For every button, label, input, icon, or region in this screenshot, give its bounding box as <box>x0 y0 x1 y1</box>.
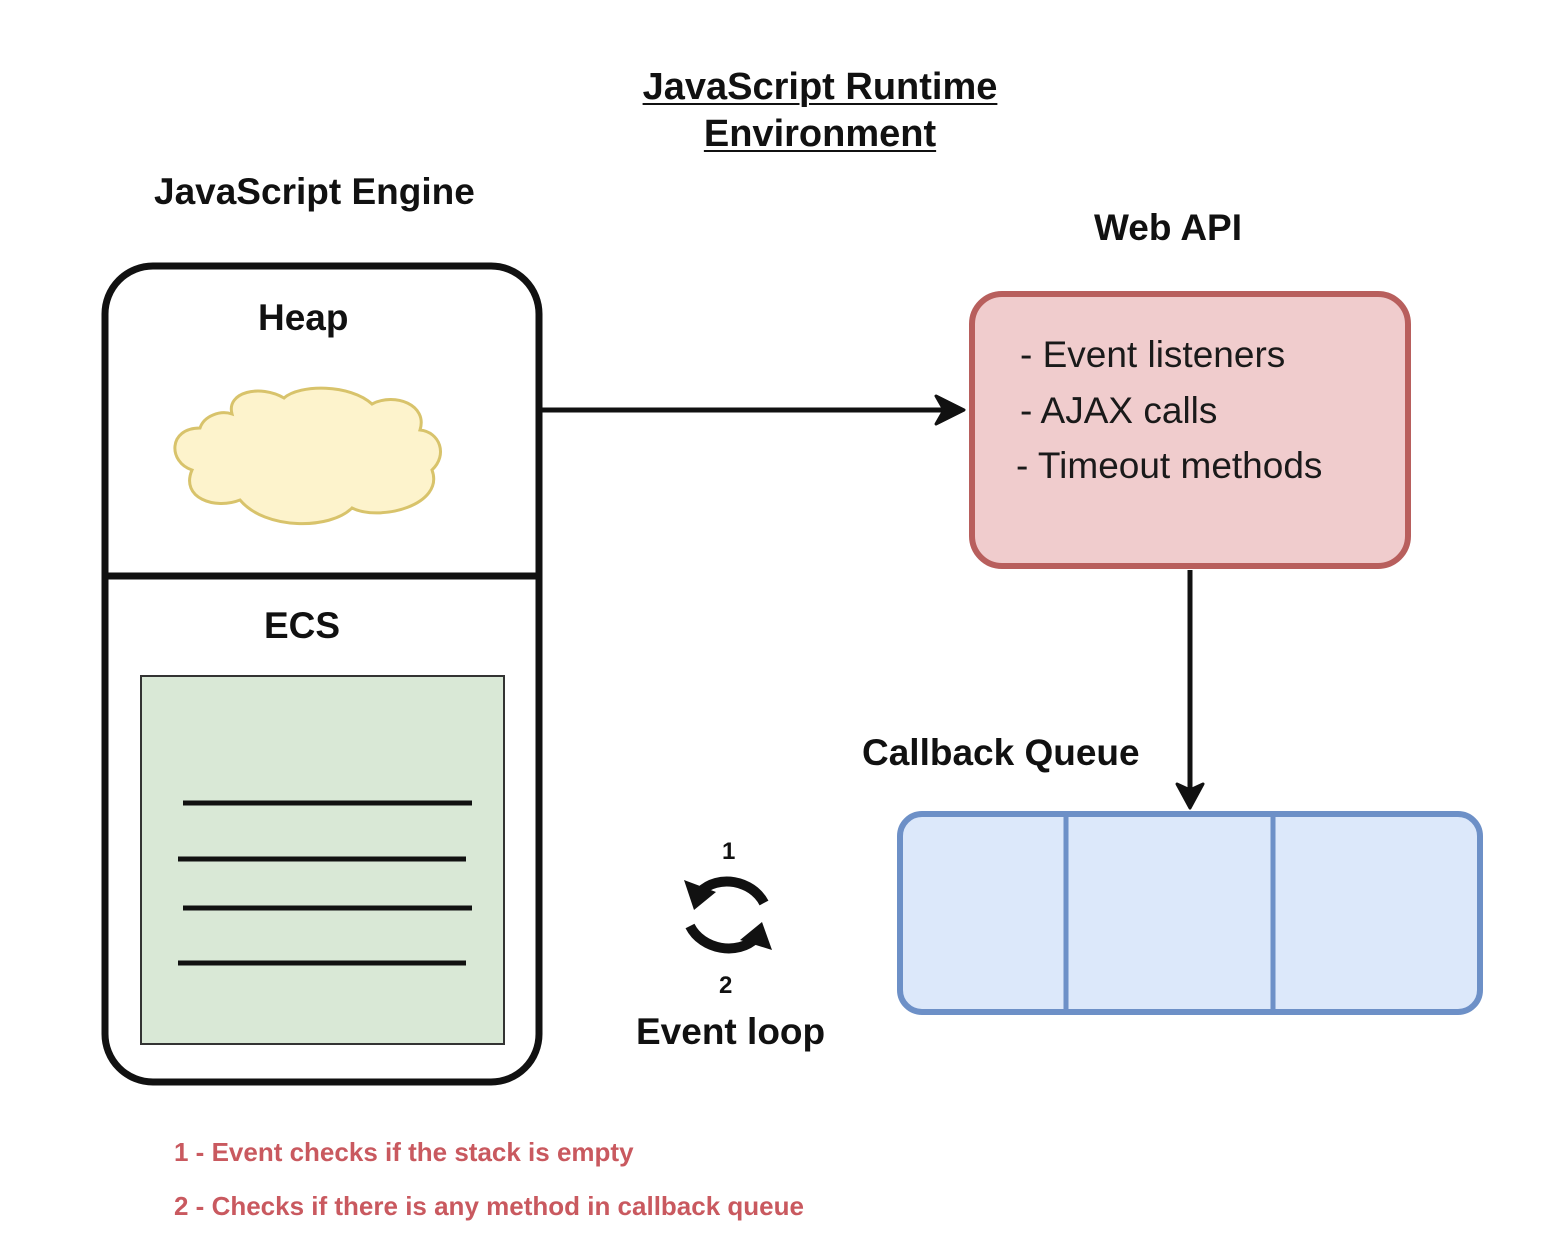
diagram-title-line-2: Environment <box>703 113 937 155</box>
event-loop-step-2: 2 <box>719 972 733 999</box>
heap-label: Heap <box>258 297 349 338</box>
cloud-icon <box>173 386 442 525</box>
refresh-arrows-icon <box>684 876 772 954</box>
web-api-item: - AJAX calls <box>1020 390 1218 431</box>
web-api-item: - Timeout methods <box>1016 445 1323 486</box>
diagram-title-line-1: JavaScript Runtime <box>642 66 998 108</box>
web-api-title: Web API <box>1094 207 1243 248</box>
callback-queue-title: Callback Queue <box>862 732 1140 773</box>
ecs-label: ECS <box>264 605 341 646</box>
webapi-to-queue-arrowhead <box>1175 782 1205 810</box>
engine-to-webapi-arrowhead <box>934 394 966 426</box>
web-api-box <box>969 291 1411 569</box>
note-step-2: 2 - Checks if there is any method in cal… <box>174 1191 804 1221</box>
event-loop-label: Event loop <box>636 1011 826 1052</box>
event-loop-step-1: 1 <box>722 838 736 865</box>
diagram-title: JavaScript Runtime Environment <box>580 64 1060 158</box>
engine-title: JavaScript Engine <box>154 171 475 212</box>
callback-queue-box <box>897 811 1483 1015</box>
note-step-1: 1 - Event checks if the stack is empty <box>174 1137 634 1167</box>
web-api-item: - Event listeners <box>1020 334 1286 375</box>
